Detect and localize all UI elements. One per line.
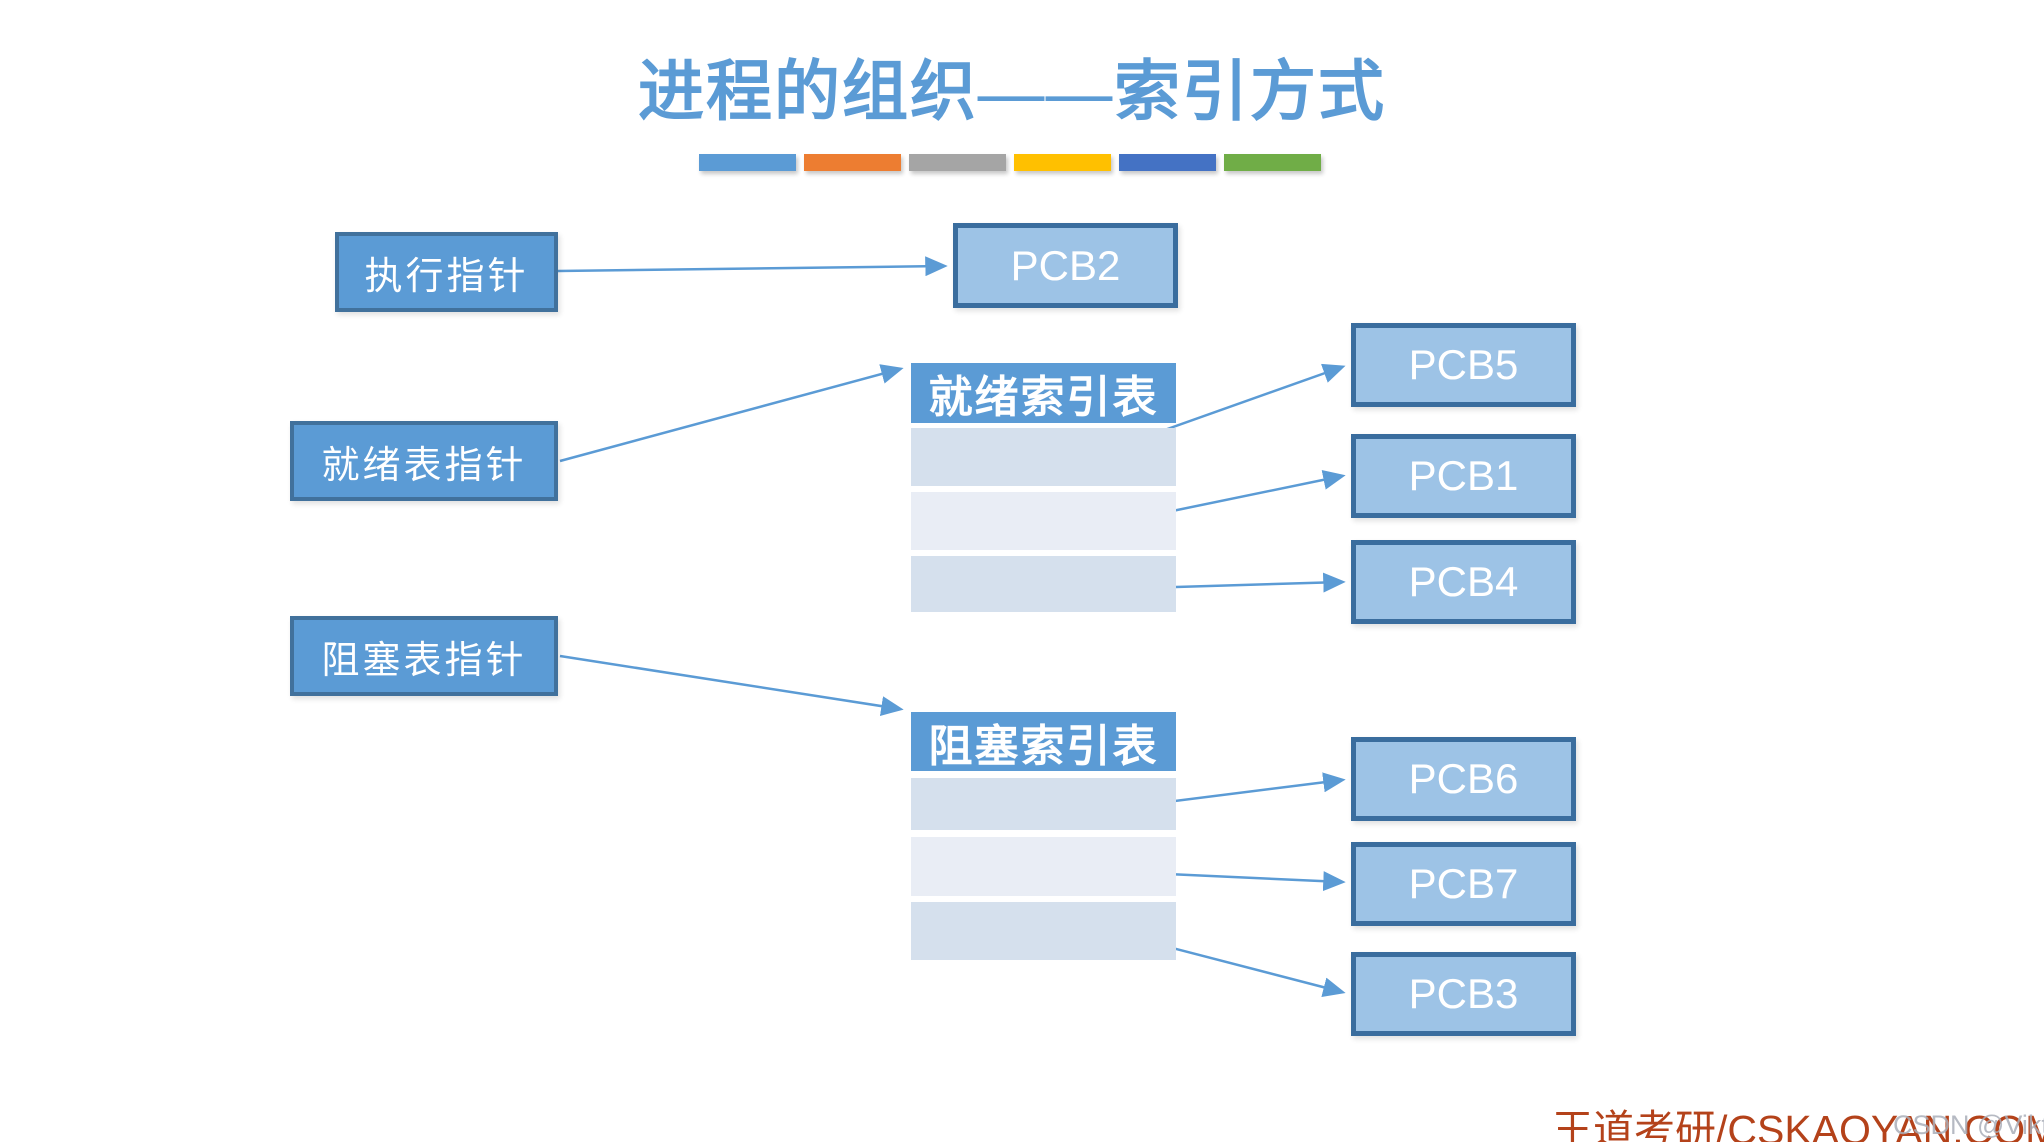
accent-bar-4 — [1014, 154, 1111, 171]
pcb-label-blocked-1: PCB6 — [1408, 755, 1519, 802]
pcb-box-blocked-1: PCB6 — [1351, 737, 1576, 821]
exec-pointer-label: 执行指针 — [364, 255, 529, 298]
blocked-index-row-3 — [911, 902, 1176, 960]
ready-index-row-1 — [911, 428, 1176, 486]
pcb-label-blocked-3: PCB3 — [1408, 970, 1519, 1017]
exec-pointer-box: 执行指针 — [335, 232, 558, 312]
accent-bar-5 — [1119, 154, 1216, 171]
accent-bar-2 — [804, 154, 901, 171]
csdn-watermark: CSDN @Viktoriae — [1893, 1110, 2044, 1140]
accent-bar-3 — [909, 154, 1006, 171]
ready-pointer-label: 就绪表指针 — [321, 444, 527, 487]
accent-bar-1 — [699, 154, 796, 171]
pcb-label-blocked-2: PCB7 — [1408, 860, 1519, 907]
footer-brand: 王道考研/CSKAOYAN.COM — [1552, 1107, 2044, 1142]
blocked-pointer-box: 阻塞表指针 — [290, 616, 558, 696]
ready-index-table-header: 就绪索引表 — [911, 363, 1176, 423]
pcb-box-running: PCB2 — [953, 223, 1178, 308]
slide-title: 进程的组织——索引方式 — [638, 56, 1386, 129]
pcb-box-blocked-2: PCB7 — [1351, 842, 1576, 926]
blocked-pointer-label: 阻塞表指针 — [321, 639, 527, 682]
accent-bar-6 — [1224, 154, 1321, 171]
arrow-blocked-pointer-to-table — [559, 654, 904, 716]
ready-index-row-3 — [911, 556, 1176, 612]
pcb-label-ready-2: PCB1 — [1408, 452, 1519, 499]
pcb-box-blocked-3: PCB3 — [1351, 952, 1576, 1036]
pcb-box-ready-1: PCB5 — [1351, 323, 1576, 407]
pcb-label-ready-3: PCB4 — [1408, 558, 1519, 605]
pcb-label-running: PCB2 — [1010, 241, 1121, 289]
ready-pointer-box: 就绪表指针 — [290, 421, 558, 501]
pcb-box-ready-3: PCB4 — [1351, 540, 1576, 624]
blocked-index-row-2 — [911, 837, 1176, 896]
pcb-label-ready-1: PCB5 — [1408, 341, 1519, 388]
blocked-index-table-header: 阻塞索引表 — [911, 712, 1176, 771]
ready-index-row-2 — [911, 492, 1176, 550]
pcb-box-ready-2: PCB1 — [1351, 434, 1576, 518]
blocked-index-row-1 — [911, 778, 1176, 830]
arrow-ready-pointer-to-table — [559, 364, 904, 463]
arrow-exec-to-pcb2 — [557, 256, 948, 277]
